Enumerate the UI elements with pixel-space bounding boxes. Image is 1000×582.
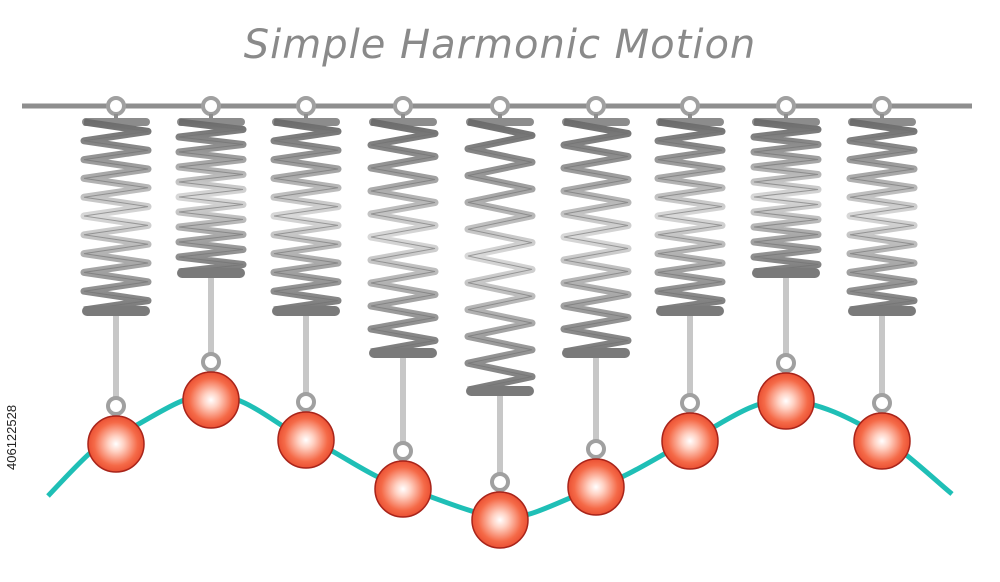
coil-cap-bottom (848, 306, 916, 316)
hanger-ring-icon (776, 96, 796, 116)
spring-1 (80, 96, 152, 473)
coil-cap-bottom (177, 268, 245, 278)
hanger-ring-icon (106, 96, 126, 116)
mass-ring-icon (490, 472, 510, 492)
spring-coil (464, 118, 536, 394)
spring-4 (367, 96, 439, 518)
mass-ball (87, 415, 145, 473)
coil-cap-bottom (369, 348, 437, 358)
spring-coil (654, 118, 726, 314)
coil-cap-bottom (752, 268, 820, 278)
spring-6 (560, 96, 632, 516)
coil-cap-bottom (272, 306, 340, 316)
mass-ring-icon (680, 393, 700, 413)
mass-ring-icon (872, 393, 892, 413)
spring-coil (270, 118, 342, 314)
mass-ring-icon (201, 352, 221, 372)
mass-ball (182, 371, 240, 429)
spring-coil (175, 118, 247, 276)
mass-ball (661, 412, 719, 470)
mass-ball (567, 458, 625, 516)
diagram-title: Simple Harmonic Motion (243, 22, 757, 68)
coil-cap-bottom (466, 386, 534, 396)
hanger-ring-icon (393, 96, 413, 116)
hanger-ring-icon (296, 96, 316, 116)
hanger-ring-icon (490, 96, 510, 116)
spring-coil (367, 118, 439, 356)
coil-cap-bottom (562, 348, 630, 358)
mass-ring-icon (586, 439, 606, 459)
spring-7 (654, 96, 726, 470)
spring-coil (80, 118, 152, 314)
spring-coil (750, 118, 822, 276)
spring-coil (560, 118, 632, 356)
spring-9 (846, 96, 918, 470)
mass-ring-icon (393, 441, 413, 461)
coil-cap-bottom (82, 306, 150, 316)
hanger-ring-icon (872, 96, 892, 116)
spring-5 (464, 96, 536, 549)
spring-3 (270, 96, 342, 469)
mass-ball (277, 411, 335, 469)
mass-ring-icon (776, 353, 796, 373)
hanger-ring-icon (680, 96, 700, 116)
spring-8 (750, 96, 822, 430)
mass-ring-icon (296, 392, 316, 412)
hanger-ring-icon (201, 96, 221, 116)
coil-cap-bottom (656, 306, 724, 316)
mass-ball (374, 460, 432, 518)
spring-coil (846, 118, 918, 314)
spring-2 (175, 96, 247, 429)
mass-ball (757, 372, 815, 430)
mass-ring-icon (106, 396, 126, 416)
mass-ball (471, 491, 529, 549)
hanger-ring-icon (586, 96, 606, 116)
mass-ball (853, 412, 911, 470)
